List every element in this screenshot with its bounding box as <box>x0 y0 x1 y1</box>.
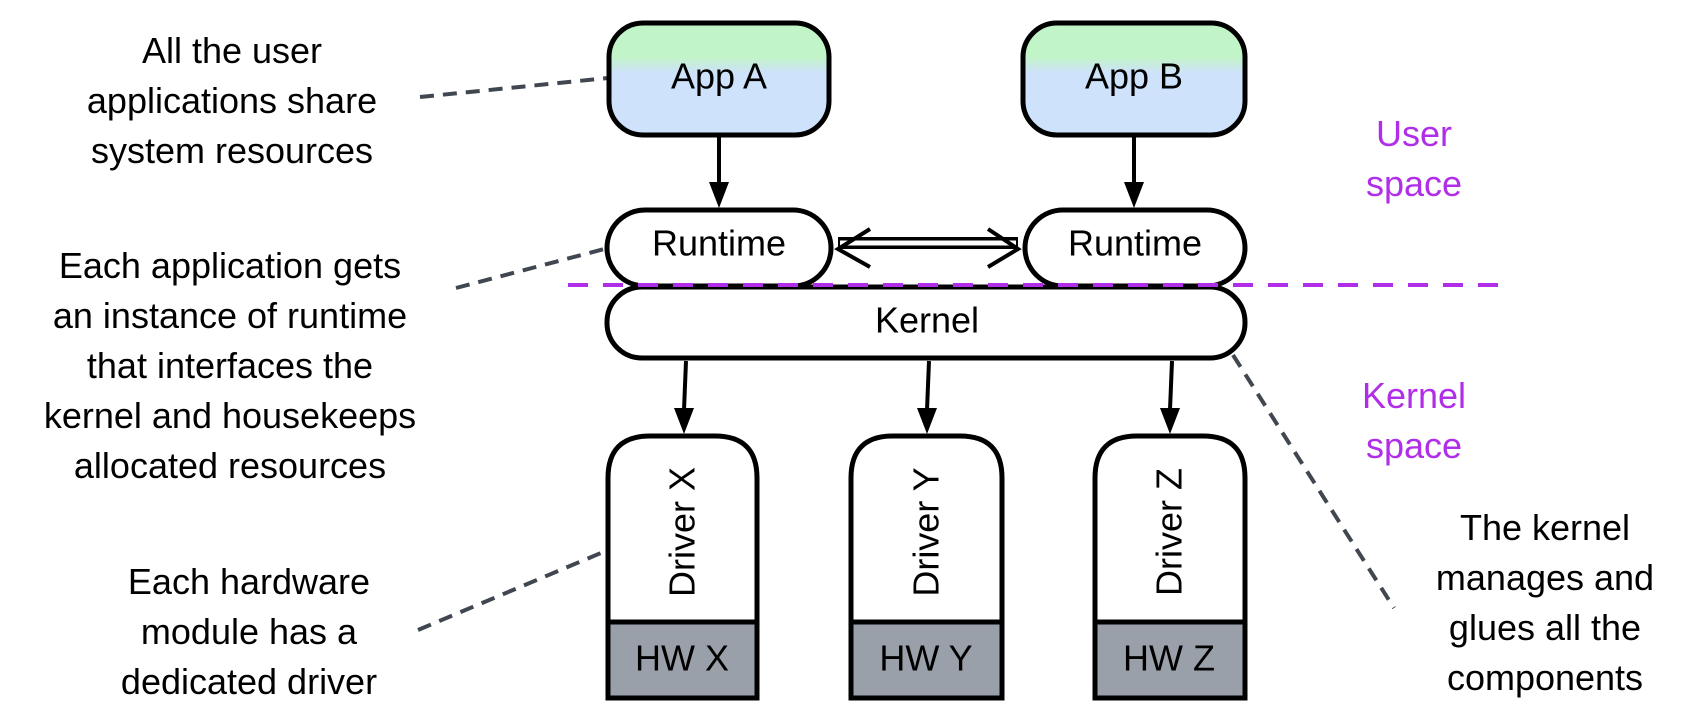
annotation-runtime: Each application gets an instance of run… <box>44 245 416 486</box>
svg-text:User: User <box>1376 113 1452 154</box>
leader-line-runtime <box>455 246 609 290</box>
annotation-apps: All the user applications share system r… <box>87 30 377 171</box>
leader-line-drivers <box>417 548 609 632</box>
svg-text:Kernel: Kernel <box>1362 375 1466 416</box>
driver-x-label: Driver X <box>662 467 703 597</box>
svg-text:Each application gets: Each application gets <box>59 245 401 286</box>
svg-text:that interfaces the: that interfaces the <box>87 345 373 386</box>
hw-z-label: HW Z <box>1123 638 1215 679</box>
app-b-label: App B <box>1085 56 1183 97</box>
annotation-drivers: Each hardware module has a dedicated dri… <box>121 561 377 702</box>
svg-text:allocated resources: allocated resources <box>74 445 386 486</box>
svg-text:glues all the: glues all the <box>1449 607 1641 648</box>
arrow-app-b-to-runtime <box>1124 137 1144 208</box>
leader-line-kernel <box>1231 353 1396 610</box>
kernel-space-label: Kernel space <box>1362 375 1466 466</box>
svg-text:Each hardware: Each hardware <box>128 561 370 602</box>
kernel-box: Kernel <box>604 284 1248 361</box>
app-box-a: App A <box>606 20 832 138</box>
runtime-a-label: Runtime <box>652 223 786 264</box>
svg-text:system resources: system resources <box>91 130 373 171</box>
app-box-b: App B <box>1020 20 1248 138</box>
user-space-label: User space <box>1366 113 1462 204</box>
svg-text:The kernel: The kernel <box>1460 507 1630 548</box>
svg-text:kernel and housekeeps: kernel and housekeeps <box>44 395 416 436</box>
svg-text:manages and: manages and <box>1436 557 1654 598</box>
arrow-kernel-to-driver-z <box>1160 360 1180 434</box>
arrow-kernel-to-driver-y <box>917 360 937 434</box>
arrow-kernel-to-driver-x <box>674 360 694 434</box>
svg-text:space: space <box>1366 163 1462 204</box>
svg-text:applications share: applications share <box>87 80 377 121</box>
driver-y-label: Driver Y <box>906 467 947 596</box>
driver-stack-x: Driver X HW X <box>605 433 760 701</box>
svg-text:dedicated driver: dedicated driver <box>121 661 377 702</box>
svg-text:an instance of runtime: an instance of runtime <box>53 295 407 336</box>
hw-x-label: HW X <box>635 638 729 679</box>
svg-text:space: space <box>1366 425 1462 466</box>
leader-line-apps <box>419 76 609 99</box>
runtime-b-label: Runtime <box>1068 223 1202 264</box>
driver-stack-z: Driver Z HW Z <box>1092 433 1248 701</box>
hw-y-label: HW Y <box>879 638 972 679</box>
driver-z-label: Driver Z <box>1149 468 1190 596</box>
runtime-box-a: Runtime <box>604 207 834 289</box>
svg-text:components: components <box>1447 657 1643 698</box>
kernel-label: Kernel <box>875 300 979 341</box>
app-a-label: App A <box>671 56 767 97</box>
driver-stack-y: Driver Y HW Y <box>848 433 1005 701</box>
arrow-app-a-to-runtime <box>709 137 729 208</box>
bidirectional-arrow-runtimes <box>834 227 1022 269</box>
svg-text:All the user: All the user <box>142 30 322 71</box>
runtime-box-b: Runtime <box>1022 207 1248 289</box>
svg-text:module has a: module has a <box>141 611 358 652</box>
annotation-kernel: The kernel manages and glues all the com… <box>1436 507 1654 698</box>
